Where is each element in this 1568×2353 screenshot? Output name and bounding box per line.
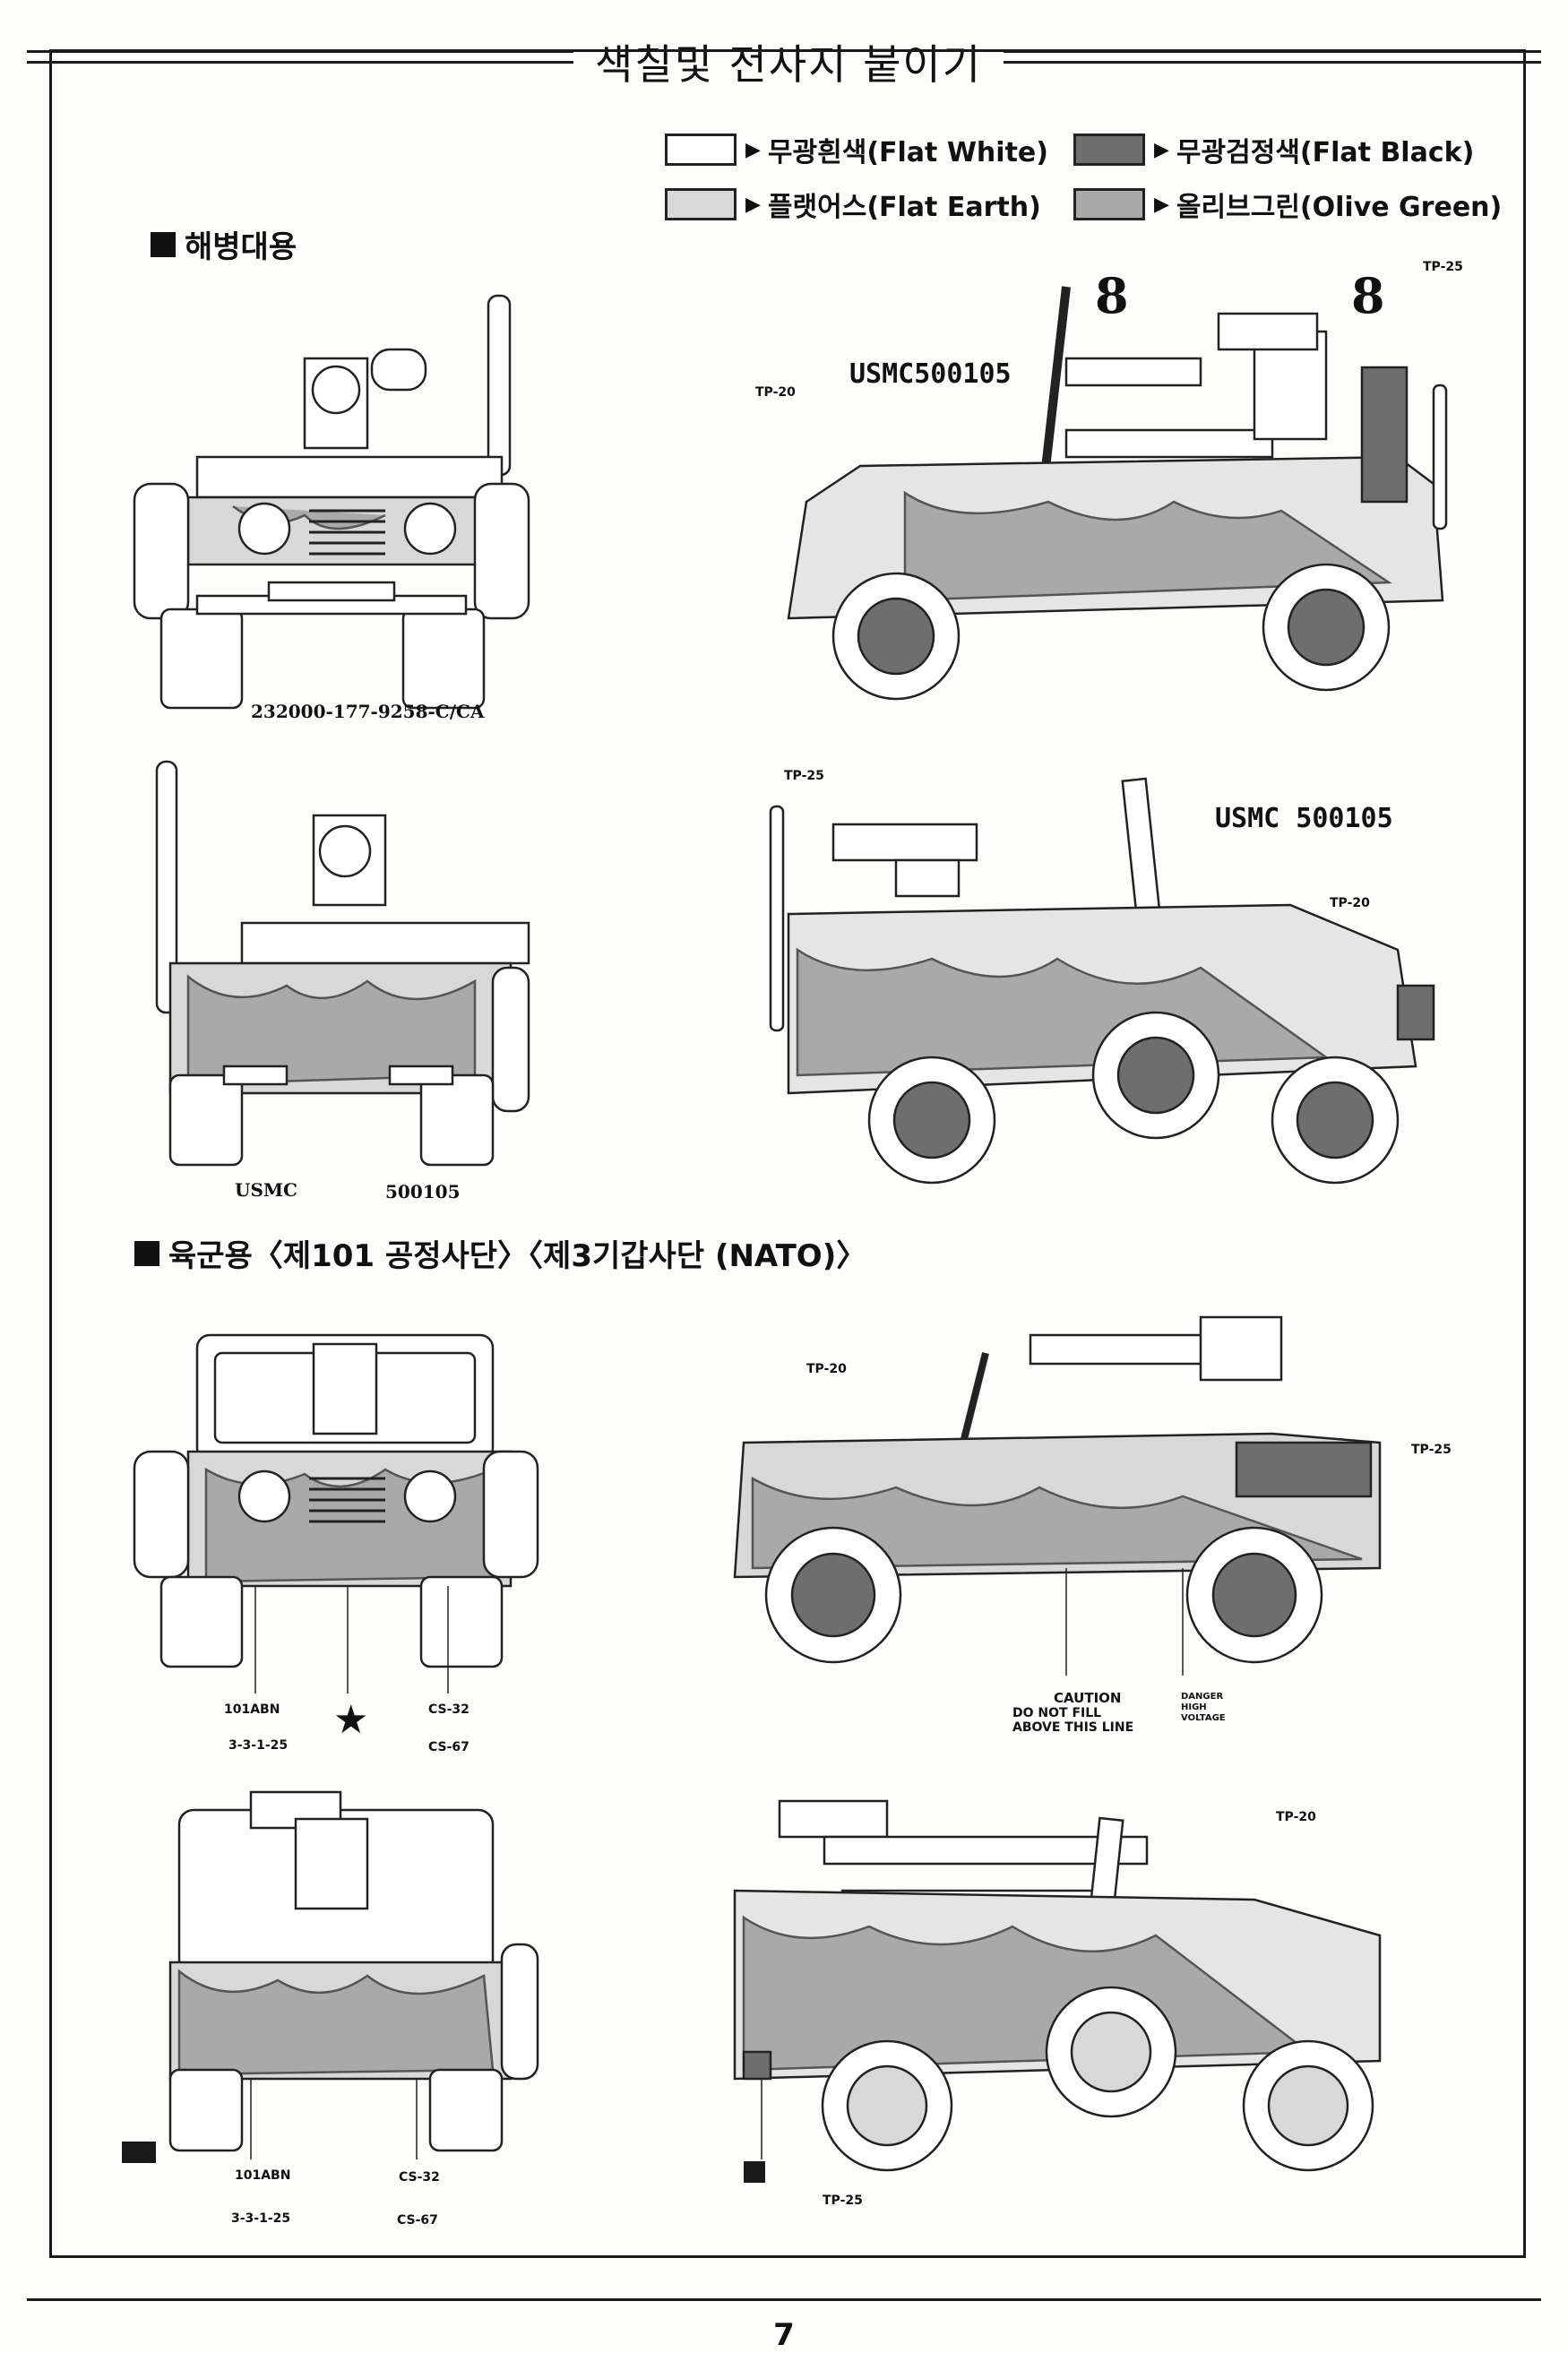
swatch-olive-green bbox=[1073, 188, 1145, 220]
page-number: 7 bbox=[773, 2317, 795, 2353]
legend-label: 플랫어스(Flat Earth) bbox=[767, 192, 1041, 223]
side-black-marker bbox=[744, 2161, 765, 2183]
rear-black-marker bbox=[122, 2142, 156, 2163]
rear-left-label: 101ABN bbox=[235, 2168, 291, 2183]
marine-rear-view bbox=[155, 760, 530, 1167]
triangle-right-icon: ▶ bbox=[1154, 193, 1169, 216]
marine-front-view bbox=[133, 294, 530, 710]
army-side-view bbox=[733, 1315, 1382, 1676]
section-label: 해병대용 bbox=[185, 229, 297, 265]
legend-olive-green: ▶ 올리브그린(Olive Green) bbox=[1073, 185, 1502, 224]
triangle-right-icon: ▶ bbox=[745, 193, 761, 216]
triangle-right-icon: ▶ bbox=[1154, 138, 1169, 161]
star-icon: ★ bbox=[333, 1697, 369, 1743]
army-tp25-rear-label: TP-25 bbox=[823, 2194, 863, 2208]
front-left-label-2: 3-3-1-25 bbox=[228, 1738, 289, 1753]
tp20-rear-label: TP-20 bbox=[1330, 896, 1370, 910]
danger-label-3: VOLTAGE bbox=[1181, 1713, 1226, 1723]
section-square-icon bbox=[151, 231, 176, 257]
caution-label-2: DO NOT FILL bbox=[1012, 1706, 1102, 1720]
army-tp20-rear-label: TP-20 bbox=[1276, 1810, 1316, 1824]
rear-right-label-2: CS-67 bbox=[397, 2213, 438, 2228]
rear-right-label: CS-32 bbox=[399, 2170, 440, 2185]
hood-serial-label: USMC 500105 bbox=[1215, 803, 1393, 834]
front-right-label: CS-32 bbox=[428, 1702, 470, 1717]
legend-label: 올리브그린(Olive Green) bbox=[1176, 192, 1503, 223]
swatch-flat-black bbox=[1073, 134, 1145, 166]
page-title: 색칠및 전사지 붙이기 bbox=[573, 32, 1004, 91]
front-plate-label: 232000-177-9258-C/CA bbox=[251, 701, 485, 722]
army-side-view-rear bbox=[733, 1799, 1382, 2172]
tp25-rear-label: TP-25 bbox=[784, 769, 824, 783]
section-heading-army: 육군용〈제101 공정사단〉〈제3기갑사단 (NATO)〉 bbox=[134, 1231, 866, 1275]
rear-usmc-label: USMC bbox=[235, 1179, 297, 1201]
army-tp25-label: TP-25 bbox=[1411, 1443, 1452, 1457]
unit-number-left: 8 bbox=[1095, 267, 1129, 324]
caution-label-3: ABOVE THIS LINE bbox=[1012, 1720, 1134, 1735]
triangle-right-icon: ▶ bbox=[745, 138, 761, 161]
title-bar: 색칠및 전사지 붙이기 bbox=[0, 18, 1568, 91]
front-right-label-2: CS-67 bbox=[428, 1740, 470, 1754]
legend-flat-white: ▶ 무광흰색(Flat White) bbox=[665, 130, 1048, 169]
legend-flat-black: ▶ 무광검정색(Flat Black) bbox=[1073, 130, 1474, 169]
rear-left-label-2: 3-3-1-25 bbox=[231, 2211, 291, 2226]
section-heading-marine: 해병대용 bbox=[151, 222, 297, 266]
marine-side-view-rear bbox=[769, 777, 1435, 1185]
page-frame bbox=[49, 49, 1526, 2258]
caution-label: CAUTION bbox=[1054, 1690, 1122, 1706]
tp25-label: TP-25 bbox=[1423, 260, 1463, 274]
front-left-label: 101ABN bbox=[224, 1702, 280, 1717]
tp20-label: TP-20 bbox=[755, 385, 796, 400]
section-label: 육군용〈제101 공정사단〉〈제3기갑사단 (NATO)〉 bbox=[168, 1238, 867, 1274]
swatch-flat-earth bbox=[665, 188, 737, 220]
danger-label-2: HIGH bbox=[1181, 1702, 1207, 1712]
legend-label: 무광흰색(Flat White) bbox=[767, 137, 1048, 168]
swatch-flat-white bbox=[665, 134, 737, 166]
marine-side-view bbox=[787, 286, 1448, 701]
footer-rule bbox=[27, 2298, 1541, 2301]
army-rear-view bbox=[168, 1790, 539, 2159]
section-square-icon bbox=[134, 1240, 159, 1266]
danger-label: DANGER bbox=[1181, 1692, 1224, 1702]
army-tp20-label: TP-20 bbox=[806, 1362, 847, 1376]
army-front-view bbox=[133, 1333, 539, 1694]
unit-number-right: 8 bbox=[1351, 267, 1385, 324]
rear-number-label: 500105 bbox=[385, 1181, 461, 1202]
legend-flat-earth: ▶ 플랫어스(Flat Earth) bbox=[665, 185, 1041, 224]
side-serial-label: USMC500105 bbox=[849, 358, 1012, 390]
legend-label: 무광검정색(Flat Black) bbox=[1176, 137, 1475, 168]
